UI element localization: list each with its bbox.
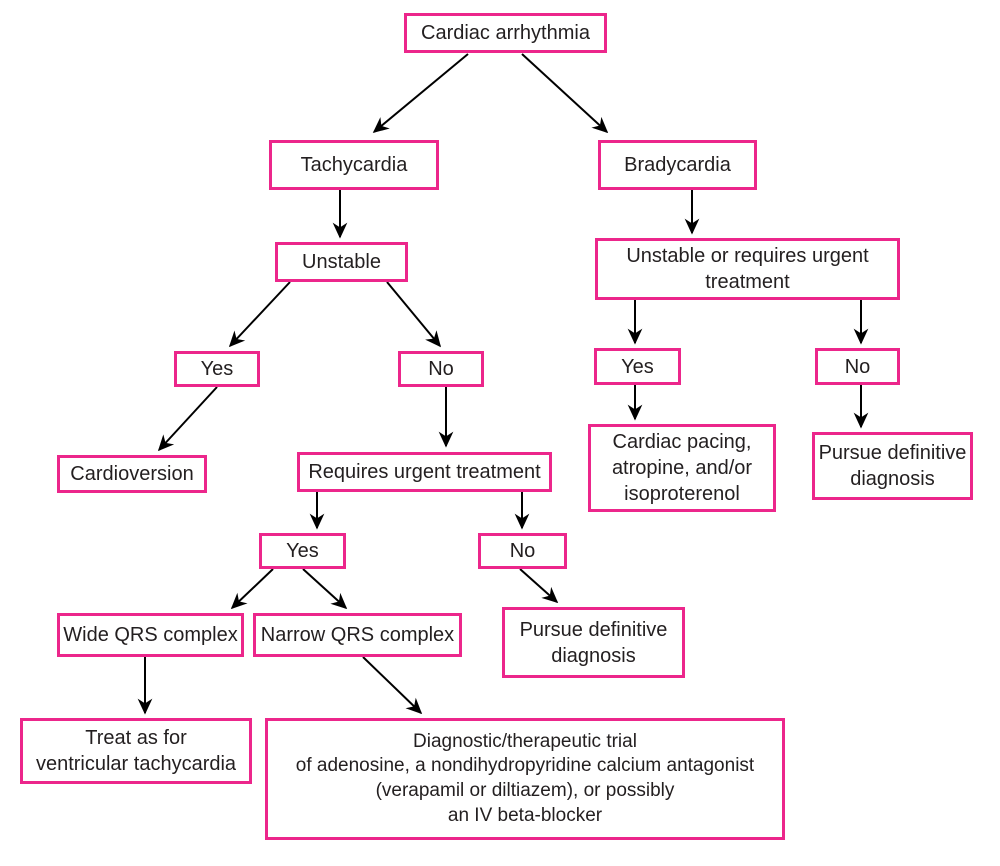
- node-requires-urgent-treatment: Requires urgent treatment: [297, 452, 552, 492]
- node-rut-no: No: [478, 533, 567, 569]
- node-rut-yes-label: Yes: [286, 540, 319, 562]
- node-tachy-yes-label: Yes: [200, 358, 234, 380]
- edge-cardiac-to-bradycardia: [521, 53, 609, 134]
- node-cardiac-pacing: Cardiac pacing, atropine, and/or isoprot…: [588, 424, 776, 512]
- node-bradycardia: Bradycardia: [598, 140, 757, 190]
- node-cardiac-pacing-label: Cardiac pacing, atropine, and/or isoprot…: [611, 431, 753, 505]
- node-requires-urgent-treatment-label: Requires urgent treatment: [308, 461, 541, 483]
- node-pursue-definitive-right: Pursue definitive diagnosis: [812, 432, 973, 500]
- node-brady-yes-label: Yes: [621, 355, 654, 378]
- node-pursue-definitive-mid-label: Pursue definitive diagnosis: [519, 618, 668, 667]
- node-bradycardia-label: Bradycardia: [624, 154, 731, 176]
- node-unstable-or-urgent-label: Unstable or requires urgent treatment: [626, 245, 869, 293]
- node-pursue-definitive-right-label: Pursue definitive diagnosis: [818, 442, 967, 490]
- node-tachy-no: No: [398, 351, 484, 387]
- node-brady-no-label: No: [844, 355, 871, 378]
- node-unstable-or-urgent: Unstable or requires urgent treatment: [595, 238, 900, 300]
- node-wide-qrs-label: Wide QRS complex: [63, 624, 238, 646]
- node-unstable-label: Unstable: [302, 251, 381, 273]
- node-unstable: Unstable: [275, 242, 408, 282]
- node-rut-yes: Yes: [259, 533, 346, 569]
- node-narrow-qrs-label: Narrow QRS complex: [260, 624, 455, 646]
- node-brady-no: No: [815, 348, 900, 385]
- node-treat-vt-label: Treat as for ventricular tachycardia: [35, 727, 237, 775]
- edge-yes-to-wide-qrs: [230, 568, 274, 610]
- node-brady-yes: Yes: [594, 348, 681, 385]
- node-narrow-qrs: Narrow QRS complex: [253, 613, 462, 657]
- edge-unstable-to-yes: [228, 281, 291, 348]
- edge-narrow-qrs-to-diagnostic-trial: [362, 656, 423, 715]
- edge-no-to-pursue-mid: [519, 568, 559, 604]
- node-pursue-definitive-mid: Pursue definitive diagnosis: [502, 607, 685, 678]
- node-tachycardia: Tachycardia: [269, 140, 439, 190]
- node-cardioversion-label: Cardioversion: [70, 463, 194, 485]
- node-rut-no-label: No: [509, 540, 536, 562]
- edge-yes-to-cardioversion: [157, 386, 218, 452]
- node-tachy-yes: Yes: [174, 351, 260, 387]
- node-tachycardia-label: Tachycardia: [300, 154, 408, 176]
- node-wide-qrs: Wide QRS complex: [57, 613, 244, 657]
- node-diagnostic-trial-label: Diagnostic/therapeutic trial of adenosin…: [295, 730, 755, 826]
- node-cardioversion: Cardioversion: [57, 455, 207, 493]
- node-diagnostic-trial: Diagnostic/therapeutic trial of adenosin…: [265, 718, 785, 840]
- node-tachy-no-label: No: [428, 358, 454, 380]
- node-cardiac-arrhythmia: Cardiac arrhythmia: [404, 13, 607, 53]
- edge-unstable-to-no: [386, 281, 442, 348]
- edge-yes-to-narrow-qrs: [302, 568, 348, 610]
- node-treat-vt: Treat as for ventricular tachycardia: [20, 718, 252, 784]
- edge-cardiac-to-tachycardia: [372, 53, 469, 134]
- node-cardiac-arrhythmia-label: Cardiac arrhythmia: [421, 22, 590, 44]
